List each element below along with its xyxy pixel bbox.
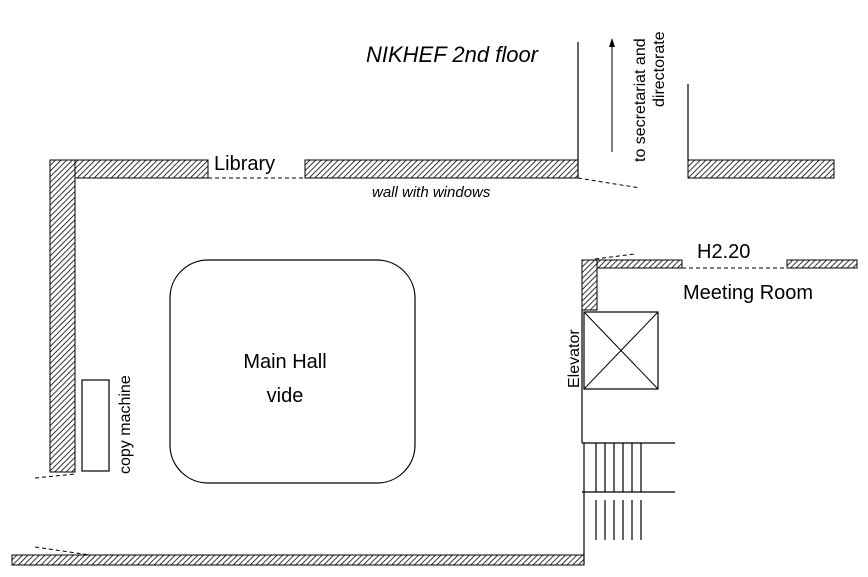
meeting-room-wall-top-right: [786, 259, 858, 269]
main-hall-label: Main Hall: [243, 351, 326, 373]
direction-label-line1: to secretariat and: [632, 38, 649, 162]
direction-arrow-icon: [609, 38, 615, 47]
copy-machine-label: copy machine: [117, 375, 134, 474]
corridor-door-swing: [577, 177, 641, 189]
copy-machine: [81, 379, 110, 472]
main-hall: [169, 259, 416, 484]
meeting-room-label: Meeting Room: [683, 282, 813, 304]
main-hall-vide-label: vide: [267, 385, 304, 407]
bottom-door-swing: [34, 546, 91, 556]
meeting-room-wall-left: [581, 259, 598, 311]
room-number-label: H2.20: [697, 241, 750, 263]
page-title: NIKHEF 2nd floor: [366, 42, 540, 67]
elevator-label: Elevator: [566, 329, 583, 388]
bottom-wall: [11, 554, 585, 566]
stairs-lower: [595, 500, 642, 540]
stairs-upper: [595, 443, 642, 492]
top-wall-middle: [304, 159, 579, 179]
elevator-cross-2: [583, 311, 659, 390]
top-wall-right: [687, 159, 835, 179]
left-door-swing: [34, 473, 76, 479]
left-wall: [49, 159, 76, 473]
wall-windows-label: wall with windows: [372, 184, 491, 201]
meeting-room-door-swing: [594, 253, 636, 260]
direction-label-line2: directorate: [651, 31, 668, 107]
library-label: Library: [214, 153, 275, 175]
